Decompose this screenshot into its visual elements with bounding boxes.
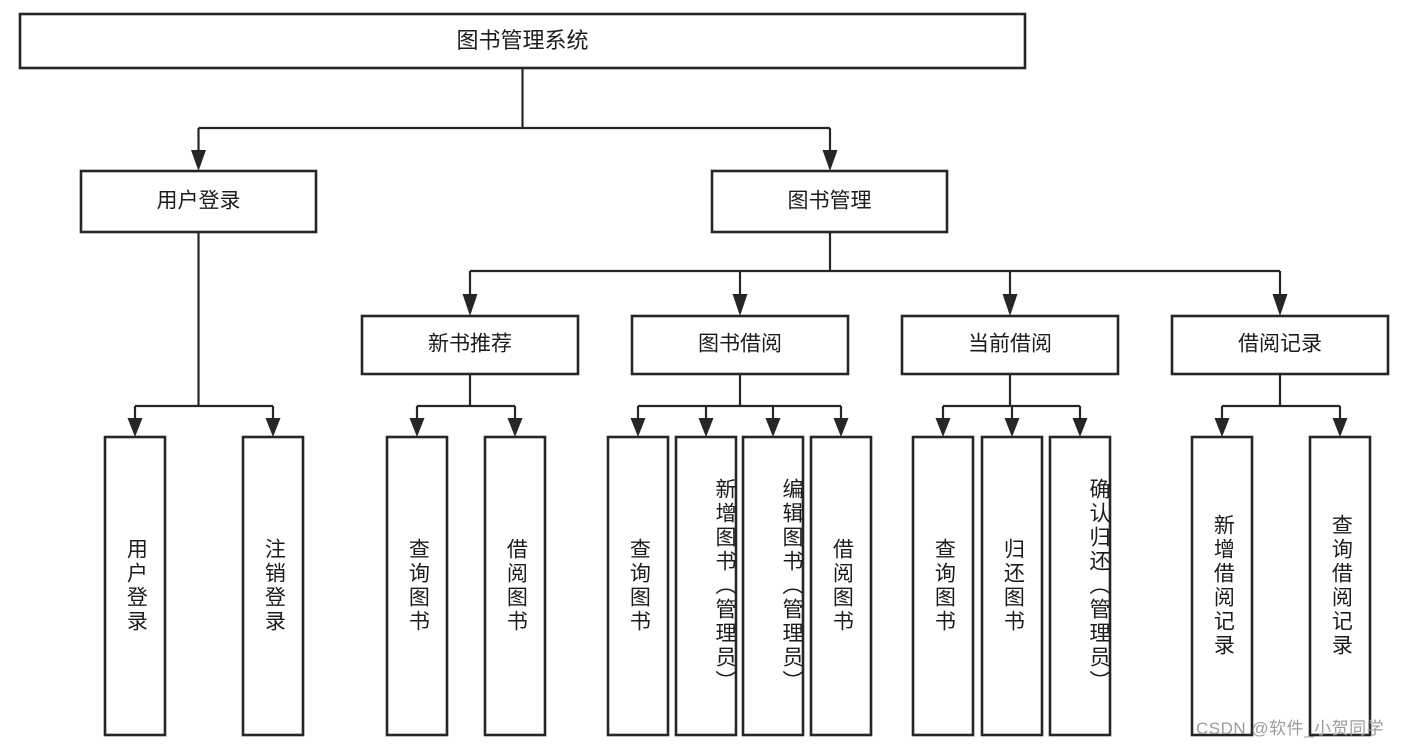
leaf-box-query-record[interactable]	[1308, 435, 1372, 737]
arrow-head-leaf-borrow-book-1	[507, 418, 523, 437]
leaf-box-confirm-return[interactable]	[1048, 435, 1112, 737]
arrow-head-leaf-edit-book	[765, 418, 781, 437]
node-root-system[interactable]: 图书管理系统	[18, 12, 1027, 70]
arrow-head-leaf-confirm-return	[1072, 418, 1088, 437]
node-user-login-box[interactable]	[79, 169, 318, 234]
edge-group-records	[1214, 374, 1348, 437]
arrow-head-current	[1002, 294, 1018, 316]
arrow-head-new-books	[462, 294, 478, 316]
node-user-login-label: 用户登录	[157, 190, 241, 213]
node-book-borrow-label: 图书借阅	[698, 333, 782, 356]
leaf-box-borrow-book-1[interactable]	[483, 435, 547, 737]
node-current-borrow[interactable]: 当前借阅	[900, 314, 1120, 376]
arrow-head-leaf-return-book	[1004, 418, 1020, 437]
node-new-book-recommend[interactable]: 新书推荐	[360, 314, 580, 376]
csdn-watermark: CSDN @软件_小贺同学	[1196, 719, 1385, 738]
leaf-box-return-book[interactable]	[980, 435, 1044, 737]
node-borrow-records[interactable]: 借阅记录	[1170, 314, 1390, 376]
node-current-borrow-label: 当前借阅	[968, 333, 1052, 356]
leaf-box-user-login[interactable]	[103, 435, 167, 737]
leaf-box-edit-book[interactable]	[741, 435, 805, 737]
arrow-head-leaf-add-record	[1214, 418, 1230, 437]
arrow-head-leaf-logout	[265, 418, 281, 437]
leaf-box-add-record[interactable]	[1190, 435, 1254, 737]
arrow-head-book-mgmt	[822, 150, 838, 171]
leaf-box-query-book-1[interactable]	[385, 435, 449, 737]
arrow-head-user-login	[191, 150, 206, 171]
node-borrow-records-label: 借阅记录	[1238, 333, 1322, 356]
node-new-book-recommend-box[interactable]	[360, 314, 580, 376]
leaf-box-query-book-2[interactable]	[606, 435, 670, 737]
arrow-head-borrow	[732, 294, 748, 316]
leaf-box-logout[interactable]	[241, 435, 305, 737]
leaf-box-borrow-book-2[interactable]	[809, 435, 873, 737]
arrow-head-leaf-query-book-3	[935, 418, 951, 437]
edge-group-new-books	[409, 374, 523, 437]
node-book-management[interactable]: 图书管理	[710, 169, 949, 234]
node-book-borrow[interactable]: 图书借阅	[630, 314, 850, 376]
arrow-head-leaf-borrow-book-2	[833, 418, 849, 437]
edge-group-book-mgmt	[462, 232, 1288, 316]
leaf-boxes	[103, 435, 1372, 737]
edge-group-borrow	[630, 374, 849, 437]
arrow-head-leaf-query-book-1	[409, 418, 425, 437]
leaf-box-add-book[interactable]	[674, 435, 738, 737]
node-root-label: 图书管理系统	[456, 28, 588, 53]
node-book-management-label: 图书管理	[788, 190, 872, 213]
edge-group-user-login	[127, 232, 281, 437]
arrow-head-leaf-query-book-2	[630, 418, 646, 437]
edge-group-root	[191, 68, 838, 171]
node-root-box[interactable]	[18, 12, 1027, 70]
node-book-borrow-box[interactable]	[630, 314, 850, 376]
leaf-box-query-book-3[interactable]	[911, 435, 975, 737]
arrow-head-records	[1272, 294, 1288, 316]
node-current-borrow-box[interactable]	[900, 314, 1120, 376]
arrow-head-leaf-add-book	[698, 418, 714, 437]
node-borrow-records-box[interactable]	[1170, 314, 1390, 376]
node-user-login[interactable]: 用户登录	[79, 169, 318, 234]
edge-group-current	[935, 374, 1088, 437]
arrow-head-leaf-user-login	[127, 418, 143, 437]
node-book-management-box[interactable]	[710, 169, 949, 234]
node-new-book-recommend-label: 新书推荐	[428, 333, 512, 356]
arrow-head-leaf-query-record	[1332, 418, 1348, 437]
